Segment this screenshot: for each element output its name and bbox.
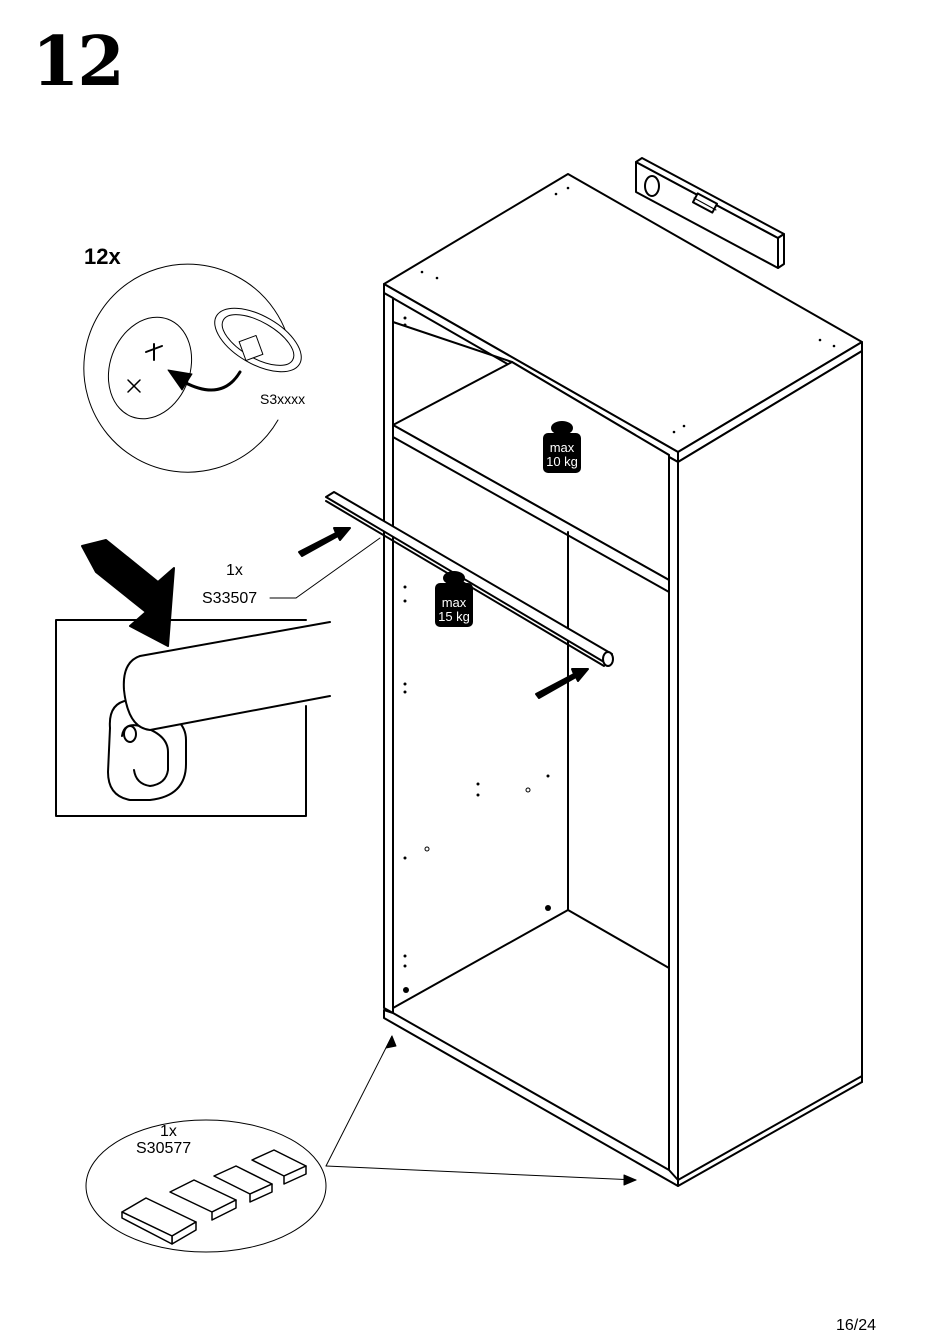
screw-part-code: S3xxxx: [260, 392, 305, 406]
cabinet-left-edge: [384, 293, 393, 1013]
weight-upper-line2: 10 kg: [544, 455, 580, 469]
weight-lower-label: max 15 kg: [434, 596, 474, 624]
down-arrow-icon: [82, 540, 174, 646]
cabinet-bottom-panel: [384, 1010, 678, 1186]
feet-part-code: S30577: [136, 1141, 191, 1157]
rail-quantity: 1x: [226, 563, 243, 579]
weight-lower-line1: max: [434, 596, 474, 610]
cabinet: [384, 174, 862, 1186]
weight-upper-line1: max: [544, 441, 580, 455]
rail-part-code: S33507: [202, 591, 257, 607]
cabinet-right-side: [678, 351, 862, 1180]
weight-upper-label: max 10 kg: [544, 441, 580, 469]
feet-quantity: 1x: [160, 1124, 177, 1140]
weight-lower-line2: 15 kg: [434, 610, 474, 624]
screw-quantity: 12x: [84, 246, 121, 268]
page-number: 16/24: [836, 1318, 876, 1334]
rail-holder-detail: [56, 540, 330, 816]
screw-callout: [84, 264, 312, 472]
